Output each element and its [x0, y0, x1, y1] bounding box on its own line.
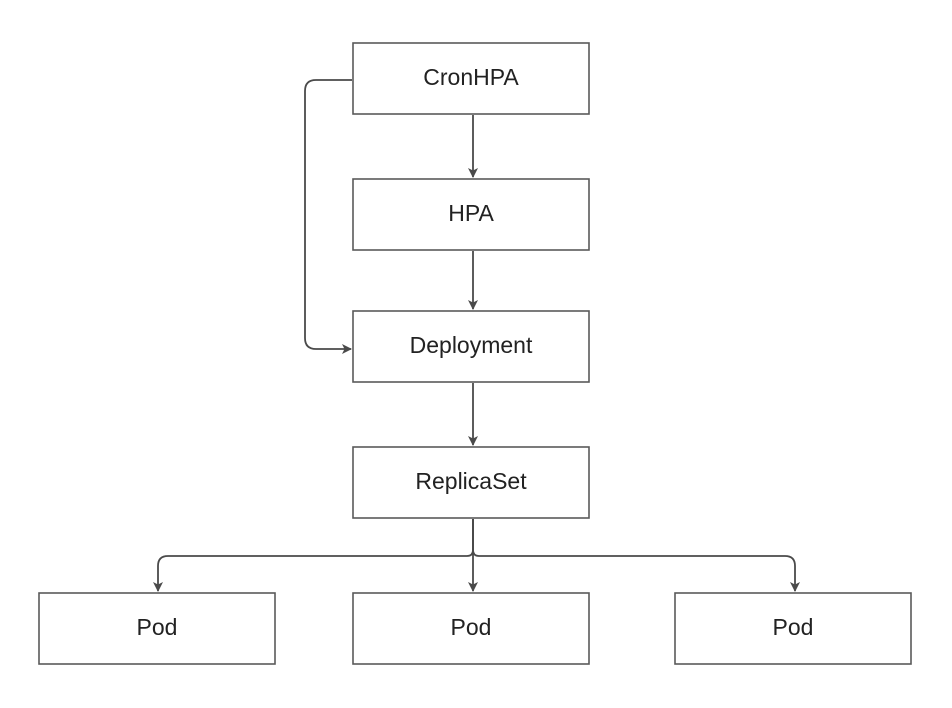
- node-box: [38, 592, 276, 665]
- edge-replicaset-to-pod-1: [153, 519, 474, 592]
- node-deployment: Deployment: [352, 310, 590, 383]
- node-label: HPA: [448, 200, 494, 226]
- node-box: [352, 446, 590, 519]
- node-label: Pod: [451, 614, 492, 640]
- edge-replicaset-to-pod-3: [472, 519, 800, 592]
- node-label: Pod: [773, 614, 814, 640]
- edges: [153, 79, 800, 592]
- node-box: [674, 592, 912, 665]
- node-box: [352, 178, 590, 251]
- node-pod-3: Pod: [674, 592, 912, 665]
- node-label: Deployment: [410, 332, 533, 358]
- node-pod-1: Pod: [38, 592, 276, 665]
- node-hpa: HPA: [352, 178, 590, 251]
- node-pod-2: Pod: [352, 592, 590, 665]
- node-box: [352, 592, 590, 665]
- node-box: [352, 42, 590, 115]
- node-label: CronHPA: [423, 64, 519, 90]
- edge-cronhpa-to-deployment: [304, 79, 352, 354]
- node-box: [352, 310, 590, 383]
- node-label: ReplicaSet: [415, 468, 527, 494]
- node-cronhpa: CronHPA: [352, 42, 590, 115]
- node-label: Pod: [137, 614, 178, 640]
- node-replicaset: ReplicaSet: [352, 446, 590, 519]
